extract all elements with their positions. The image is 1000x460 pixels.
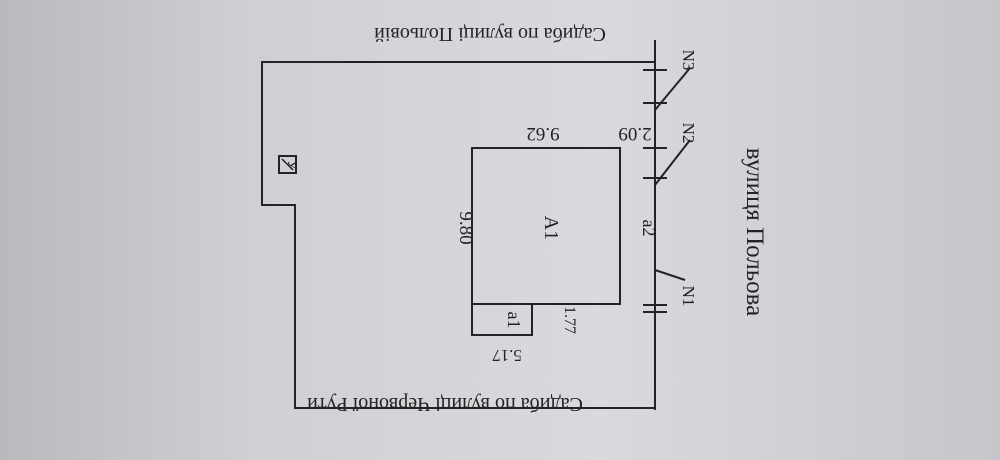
gate-n1-label: N1	[679, 286, 698, 307]
gate-n3-label: N3	[679, 50, 698, 71]
gate-n3-marker	[643, 67, 691, 111]
gate-n2-label: N2	[679, 123, 698, 144]
annex-width-label: 1.77	[561, 306, 578, 334]
annex-a2-label: а2	[639, 220, 659, 237]
gate-n1-marker	[643, 269, 686, 313]
neighbor-top-label: Садиба по вулиці Польовій	[374, 23, 606, 45]
street-label: вулиця Польова	[741, 148, 768, 317]
building-a1-label: А1	[540, 216, 562, 240]
main-end-dimension: 9.62	[526, 123, 559, 144]
gate-n2-marker	[643, 139, 691, 186]
outbuilding-symbol	[278, 155, 297, 174]
outbuilding-mark-label: У	[285, 160, 300, 170]
neighbor-bottom-label: Садиба по вулиці Червоної Рути	[307, 393, 583, 415]
annex-a1-label: а1	[504, 312, 524, 329]
gap-dimension: 2.09	[618, 123, 651, 144]
annex-a1	[471, 303, 533, 336]
main-side-dimension: 9.80	[455, 211, 476, 244]
annex-length-dimension: 5.17	[492, 346, 522, 365]
